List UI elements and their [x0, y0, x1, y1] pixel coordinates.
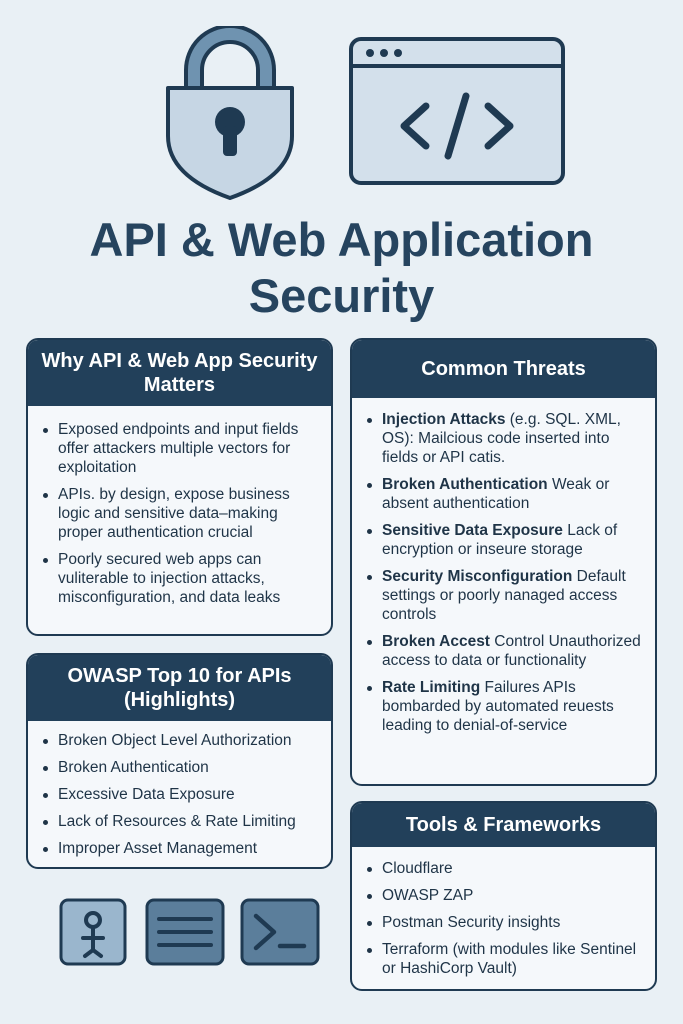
common-threats-card: Common Threats Injection Attacks (e.g. S… [350, 338, 657, 786]
list-item: Lack of Resources & Rate Limiting [34, 812, 323, 831]
threat-item: Broken Accest Control Unauthorized acces… [358, 632, 645, 670]
threat-desc: Weak or absent authentication [382, 476, 610, 512]
list-item: Excessive Data Exposure [34, 785, 323, 804]
page-title-line2: Security [248, 269, 435, 322]
threat-desc: (e.g. SQL. XML, OS): Mailcious code inse… [382, 411, 621, 466]
threat-name: Broken Authentication [382, 476, 548, 493]
list-item: Exposed endpoints and input fields offer… [34, 420, 321, 477]
tools-card-list: Cloudflare OWASP ZAP Postman Security in… [352, 847, 655, 978]
threat-item: Injection Attacks (e.g. SQL. XML, OS): M… [358, 410, 645, 467]
owasp-card-title: OWASP Top 10 for APIs (Highlights) [28, 655, 331, 721]
list-item: Cloudflare [358, 859, 645, 878]
threat-name: Sensitive Data Exposure [382, 522, 563, 539]
threat-desc: Control Unauthorized access to data or f… [382, 633, 641, 669]
threats-card-list: Injection Attacks (e.g. SQL. XML, OS): M… [352, 398, 655, 735]
list-item: APIs. by design, expose business logic a… [34, 485, 321, 542]
network-node-icon [59, 898, 127, 966]
threat-item: Broken Authentication Weak or absent aut… [358, 475, 645, 513]
threat-name: Broken Accest [382, 633, 490, 650]
threat-item: Sensitive Data Exposure Lack of encrypti… [358, 521, 645, 559]
why-card-title: Why API & Web App Security Matters [28, 340, 331, 406]
list-item: Broken Object Level Authorization [34, 731, 323, 750]
terminal-prompt-icon [240, 898, 320, 966]
page-title-line1: API & Web Application [89, 213, 594, 266]
list-item: Terraform (with modules like Sentinel or… [358, 940, 645, 978]
tools-card-title: Tools & Frameworks [352, 803, 655, 847]
browser-code-icon [348, 36, 566, 186]
threat-name: Injection Attacks [382, 411, 506, 428]
why-security-matters-card: Why API & Web App Security Matters Expos… [26, 338, 333, 636]
threat-name: Rate Limiting [382, 679, 481, 696]
threat-item: Rate Limiting Failures APIs bombarded by… [358, 678, 645, 735]
list-item: OWASP ZAP [358, 886, 645, 905]
list-item: Poorly secured web apps can vuliterable … [34, 550, 321, 607]
threats-card-title: Common Threats [352, 340, 655, 398]
owasp-top10-card: OWASP Top 10 for APIs (Highlights) Broke… [26, 653, 333, 869]
threat-desc: Failures APIs bombarded by automated reu… [382, 679, 614, 734]
threat-name: Security Misconfiguration [382, 568, 573, 585]
owasp-card-list: Broken Object Level Authorization Broken… [28, 721, 331, 858]
tools-frameworks-card: Tools & Frameworks Cloudflare OWASP ZAP … [350, 801, 657, 991]
threat-item: Security Misconfiguration Default settin… [358, 567, 645, 624]
why-card-list: Exposed endpoints and input fields offer… [28, 406, 331, 607]
padlock-shield-icon [160, 26, 300, 202]
threat-desc: Lack of encryption or inseure storage [382, 522, 618, 558]
list-item: Broken Authentication [34, 758, 323, 777]
threat-desc: Default settings or poorly nanaged acces… [382, 568, 626, 623]
list-item: Postman Security insights [358, 913, 645, 932]
menu-lines-icon [145, 898, 225, 966]
list-item: Improper Asset Management [34, 839, 323, 858]
page-title: API & Web Application Security [0, 212, 683, 324]
